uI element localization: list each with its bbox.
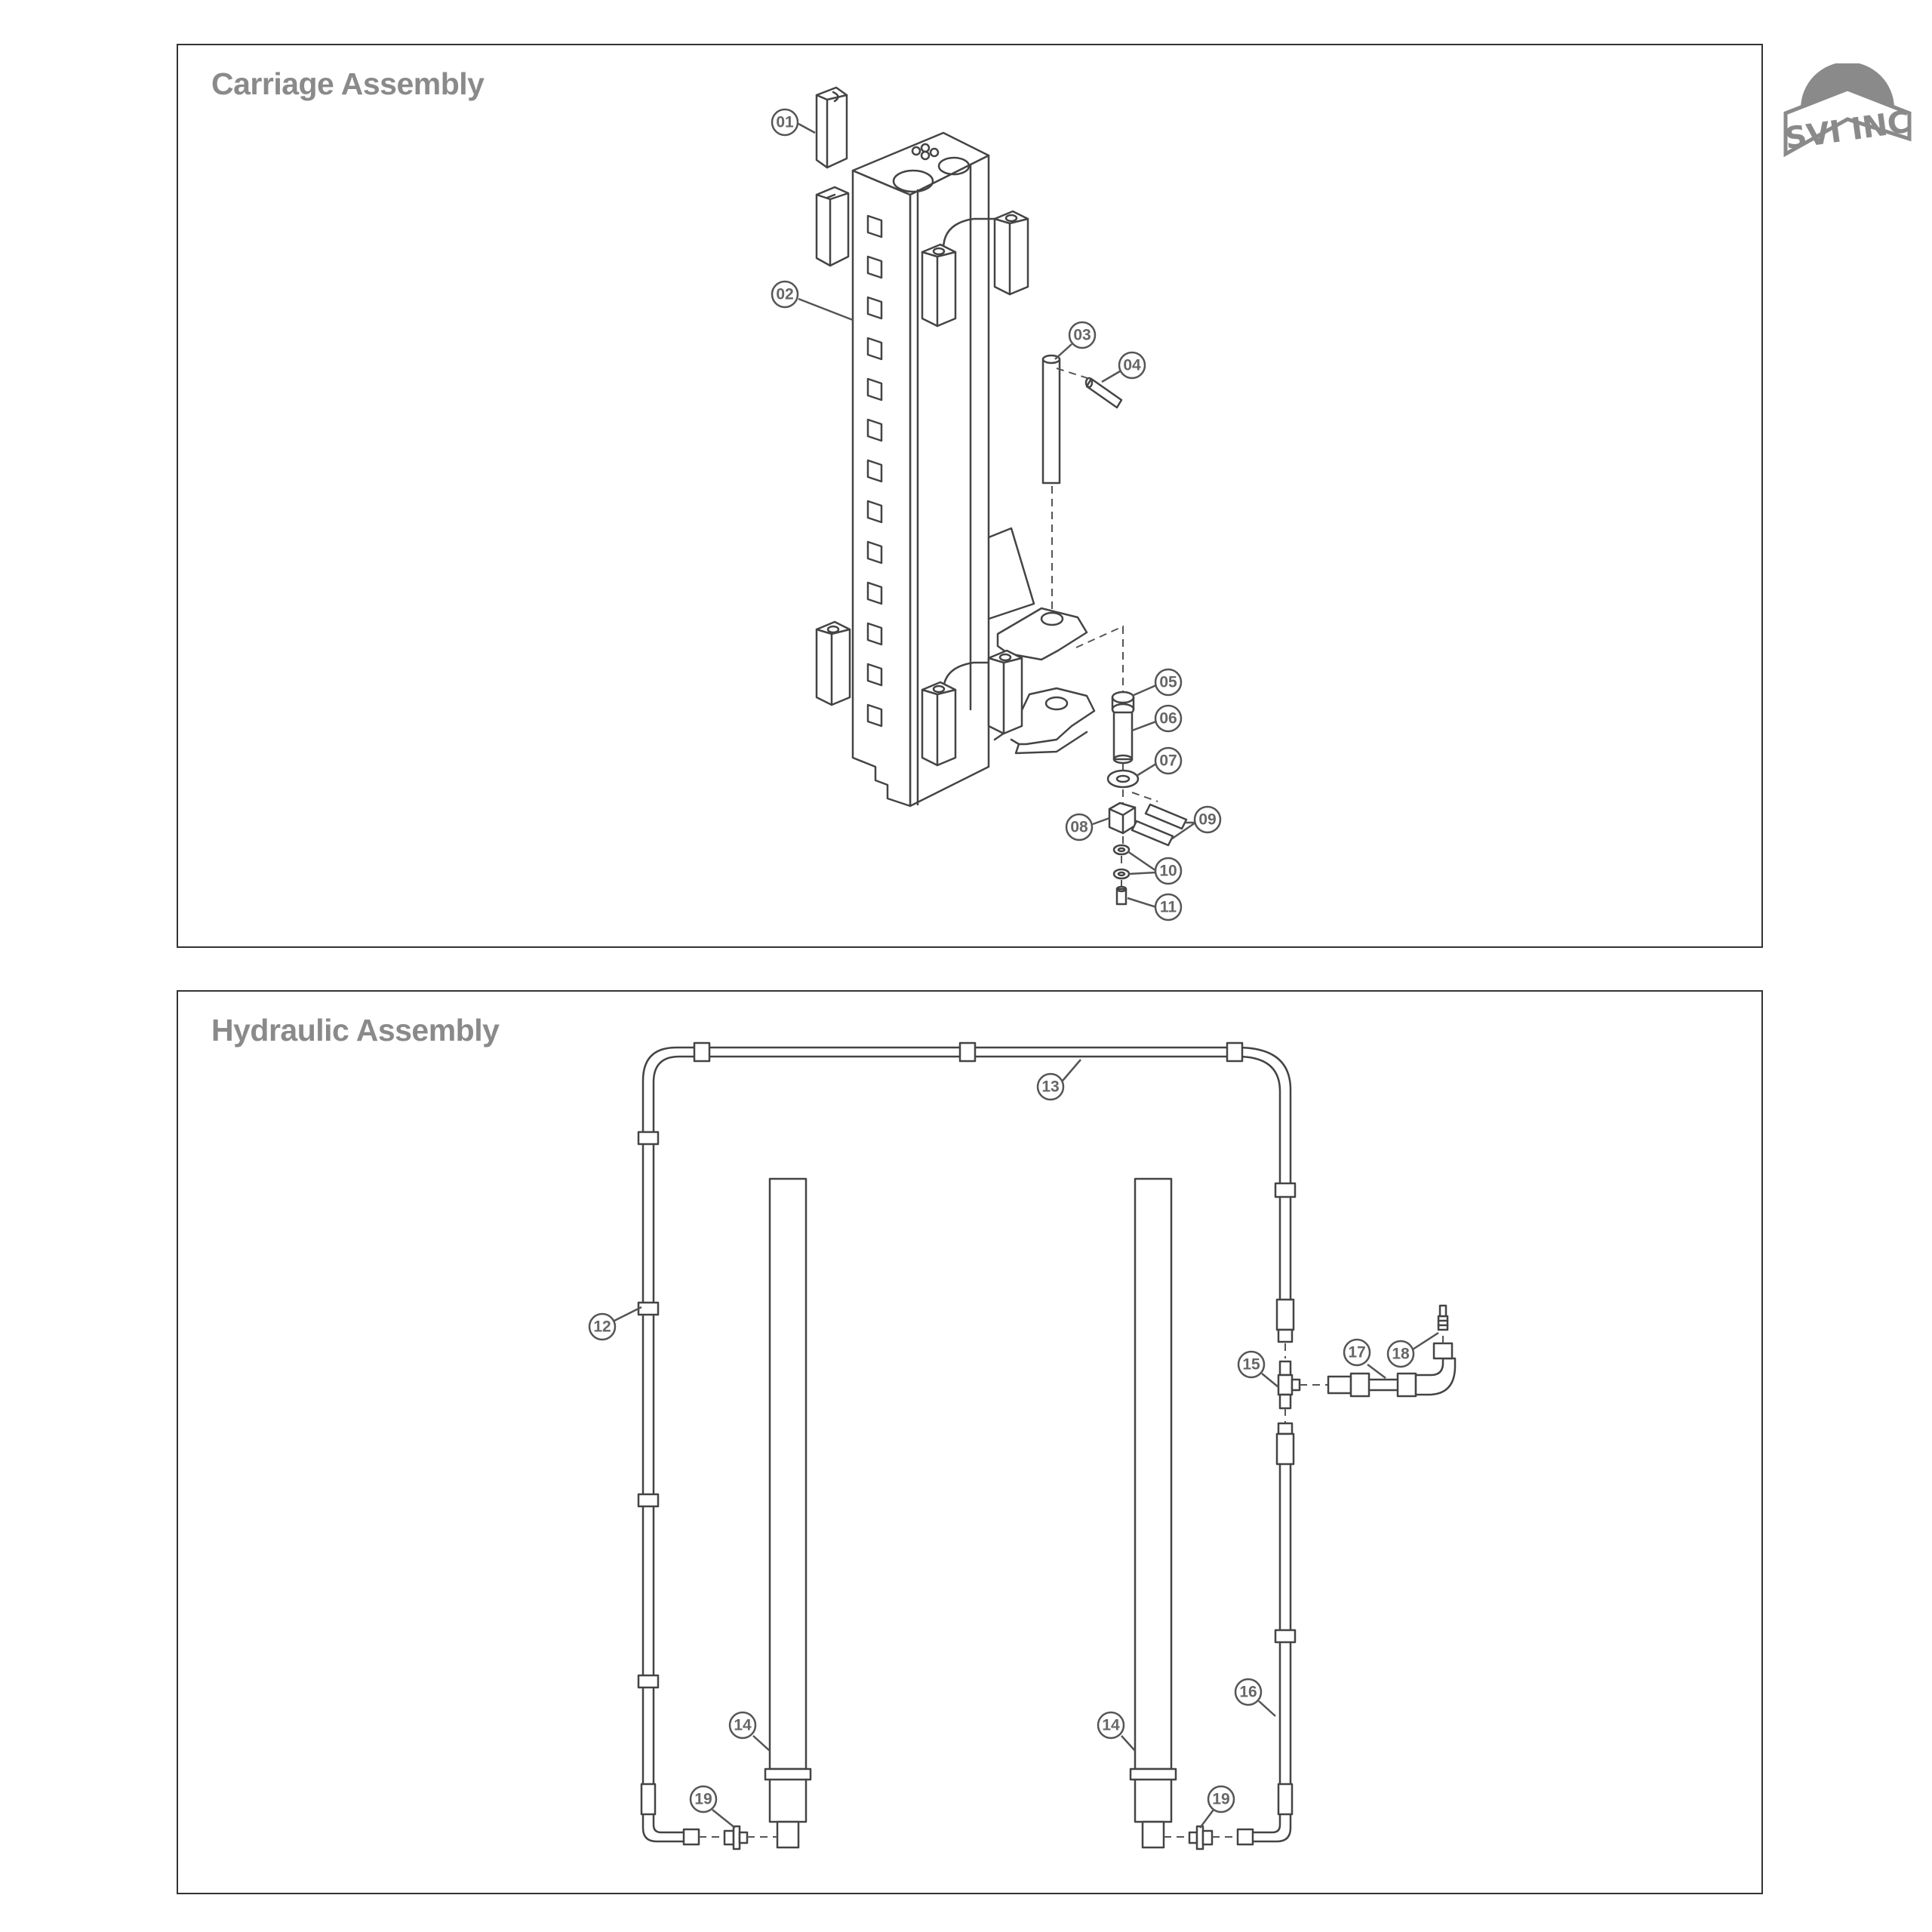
carriage-assembly-title: Carriage Assembly	[211, 66, 485, 101]
carriage-assembly-panel: Carriage Assembly	[177, 44, 1763, 948]
hydraulic-assembly-title: Hydraulic Assembly	[211, 1013, 500, 1048]
svi-inc-logo: SVI INC	[1783, 63, 1912, 158]
hydraulic-assembly-panel: Hydraulic Assembly	[177, 990, 1763, 1894]
